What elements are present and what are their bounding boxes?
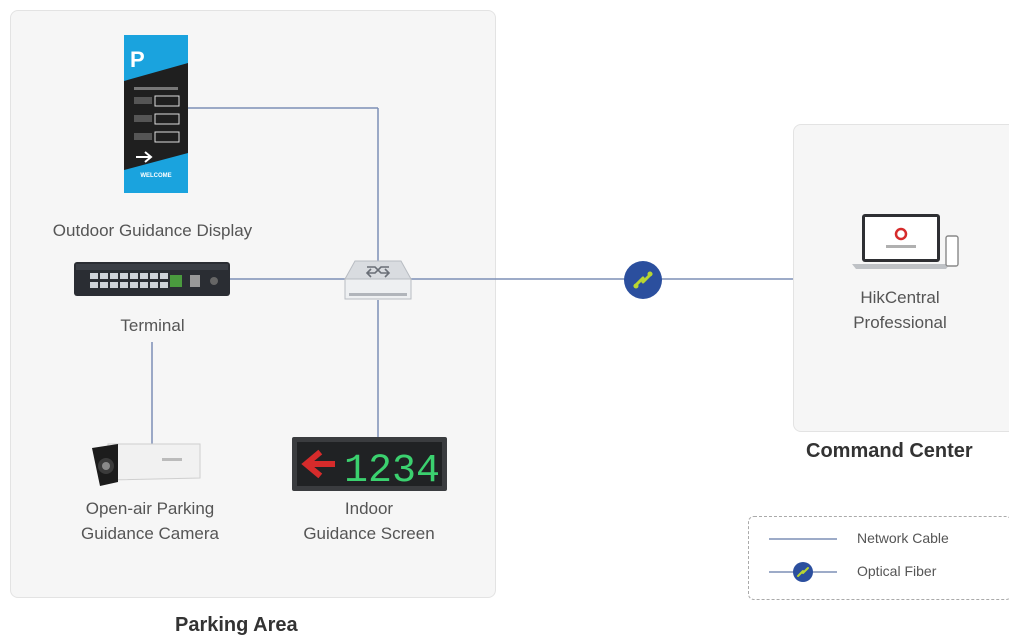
camera-label-line1: Open-air Parking (85, 499, 215, 518)
legend-symbols (769, 538, 837, 582)
screen-digits: 1234 (344, 449, 440, 491)
hikcentral-workstation (852, 212, 962, 272)
laptop-icon (852, 214, 959, 269)
switch-icon (344, 260, 412, 300)
optical-fiber-node (623, 260, 663, 300)
legend-optical-fiber: Optical Fiber (857, 563, 937, 579)
parking-guidance-camera (90, 440, 202, 490)
terminal-switch-icon (74, 262, 230, 296)
command-center-panel (793, 124, 1009, 432)
outdoor-display-label: Outdoor Guidance Display (52, 221, 253, 240)
outdoor-display-sign-icon: P WELCOME (124, 35, 188, 193)
indoor-guidance-screen: 1234 (292, 437, 447, 494)
hikcentral-label-line1: HikCentral (860, 288, 940, 307)
led-screen-icon: 1234 (292, 437, 447, 494)
terminal-label: Terminal (120, 316, 185, 335)
network-switch (343, 259, 413, 303)
parking-area-title: Parking Area (175, 614, 298, 636)
bullet-camera-icon (92, 443, 201, 486)
optical-fiber-icon (624, 261, 662, 299)
hikcentral-label: HikCentral Professional (800, 285, 1000, 335)
indoor-screen-label: Indoor Guidance Screen (259, 496, 479, 546)
sign-letter: P (130, 47, 145, 72)
indoor-screen-label-line1: Indoor (344, 499, 394, 518)
camera-label-line2: Guidance Camera (81, 524, 219, 543)
camera-label: Open-air Parking Guidance Camera (30, 496, 270, 546)
outdoor-guidance-display: P WELCOME (124, 35, 188, 193)
indoor-screen-label-line2: Guidance Screen (303, 524, 435, 543)
command-center-title: Command Center (806, 440, 973, 462)
terminal-device (74, 259, 231, 299)
hikcentral-label-line2: Professional (853, 313, 947, 332)
legend-network-cable: Network Cable (857, 530, 949, 546)
legend-box: Network Cable Optical Fiber (748, 516, 1009, 600)
sign-footer: WELCOME (140, 173, 171, 179)
